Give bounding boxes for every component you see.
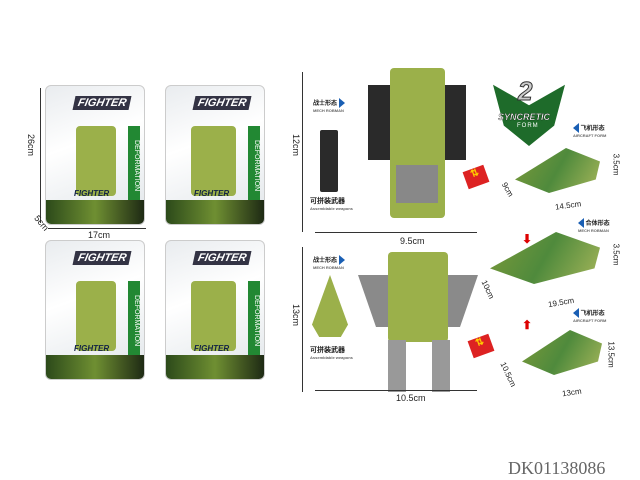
brand-logo: FIGHTER: [192, 96, 252, 110]
arrow-right-icon: [338, 255, 345, 266]
arrow-left-icon: [578, 218, 584, 229]
width-dimension-line: [315, 232, 477, 233]
arrow-right-icon: [338, 98, 345, 109]
aircraft-depth: 10.5cm: [498, 360, 518, 389]
badge-line1: SYNCRETIC: [498, 112, 551, 122]
brand-logo: FIGHTER: [72, 251, 132, 265]
robot-width: 9.5cm: [400, 236, 425, 246]
package: FIGHTER DEFORMATION FIGHTER: [165, 240, 265, 380]
package-height: 26cm: [26, 133, 37, 157]
aircraft-length: 14.5cm: [554, 199, 582, 212]
robot-image: [191, 281, 236, 351]
brand-logo: FIGHTER: [192, 251, 252, 265]
camo-band: [166, 355, 264, 379]
package: FIGHTER DEFORMATION FIGHTER: [45, 240, 145, 380]
side-text: DEFORMATION: [248, 126, 260, 206]
robot-width: 10.5cm: [396, 393, 426, 403]
aircraft-image: [515, 148, 600, 193]
width-dimension-line: [315, 390, 477, 391]
side-text: DEFORMATION: [128, 281, 140, 361]
weapon-jet-image: [312, 275, 348, 337]
aircraft-height: 3.5cm: [611, 153, 621, 176]
brand-logo: FIGHTER: [72, 96, 132, 110]
side-text: DEFORMATION: [248, 281, 260, 361]
aircraft-depth: 9cm: [499, 180, 516, 199]
arrow-up-icon: ⬆: [522, 318, 533, 332]
camo-band: [46, 200, 144, 224]
robot-form-label: 战士形态 MECH ROBMAN: [313, 98, 345, 113]
package: FIGHTER DEFORMATION FIGHTER: [45, 85, 145, 225]
robot-leg: [388, 340, 406, 392]
camo-band: [46, 355, 144, 379]
transform-2in1-icon: ⇅: [467, 333, 495, 359]
aircraft-image: [522, 330, 602, 375]
height-dimension-line: [302, 72, 303, 232]
transform-2in1-icon: ⇅: [462, 164, 490, 190]
robot-image: [191, 126, 236, 196]
width-dimension-line: [48, 228, 146, 229]
camo-band: [166, 200, 264, 224]
brand-small: FIGHTER: [194, 189, 230, 198]
arrow-down-icon: ⬇: [522, 232, 533, 246]
robot-height: 13cm: [291, 303, 302, 327]
robot-image: [76, 126, 116, 196]
package: FIGHTER DEFORMATION FIGHTER: [165, 85, 265, 225]
combined-height: 3.5cm: [611, 243, 621, 266]
badge-number: 2: [517, 76, 533, 107]
combined-aircraft-image: [490, 232, 600, 284]
robot-legs: [396, 165, 438, 203]
wing-left: [368, 85, 394, 160]
aircraft-length: 13cm: [561, 386, 583, 399]
combined-depth: 10cm: [479, 278, 496, 301]
product-code: DK01138086: [508, 458, 606, 478]
brand-small: FIGHTER: [74, 189, 110, 198]
robot-form-label: 战士形态 MECH ROBMAN: [313, 255, 345, 270]
robot-leg: [432, 340, 450, 392]
combined-length: 19.5cm: [547, 295, 575, 310]
robot-image: [388, 252, 448, 342]
brand-small: FIGHTER: [74, 344, 110, 353]
height-dimension-line: [302, 247, 303, 392]
height-dimension-line: [40, 88, 41, 223]
arrow-left-icon: [573, 123, 579, 134]
arrow-left-icon: [573, 308, 579, 319]
weapon-image: [320, 130, 338, 192]
side-text: DEFORMATION: [128, 126, 140, 206]
robot-height: 12cm: [291, 133, 302, 157]
badge-line2: FORM: [517, 123, 539, 129]
aircraft-height: 13.5cm: [606, 341, 616, 368]
package-width: 17cm: [88, 230, 111, 240]
robot-image: [76, 281, 116, 351]
brand-small: FIGHTER: [194, 344, 230, 353]
